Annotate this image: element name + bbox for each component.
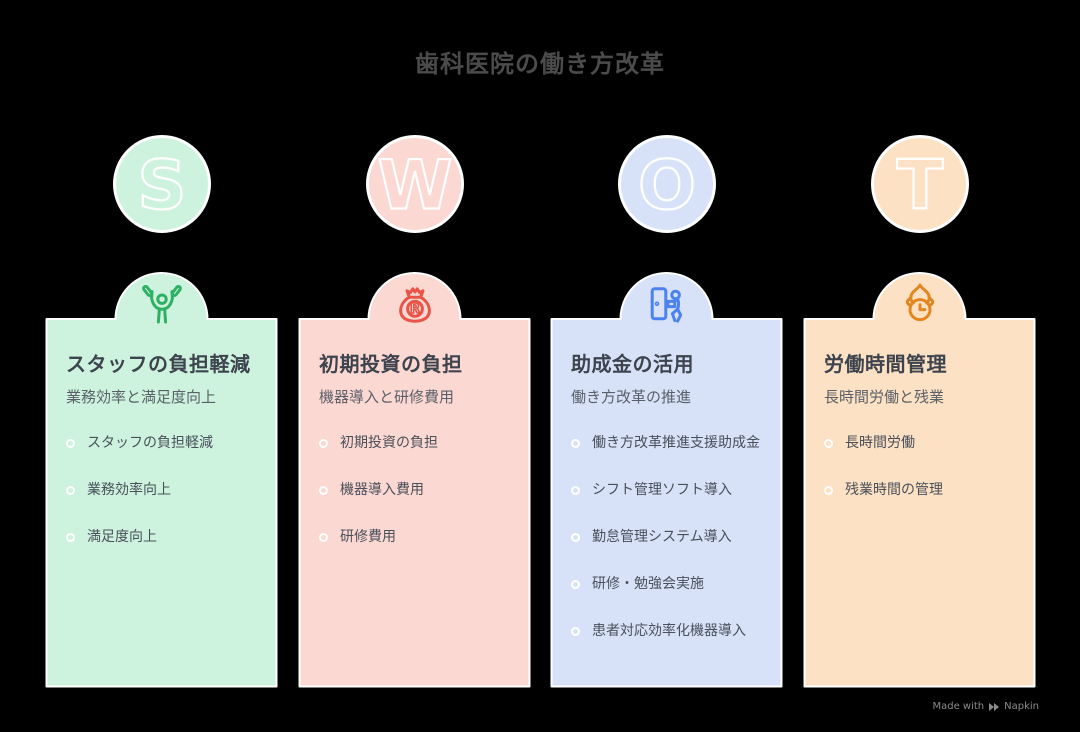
bullet-marker	[571, 580, 580, 590]
list-item-label: 初期投資の負担	[340, 435, 438, 451]
list-item: 業務効率向上	[66, 482, 264, 500]
svg-text:R: R	[409, 302, 419, 317]
watermark-prefix: Made with	[932, 701, 985, 712]
list-item-label: スタッフの負担軽減	[87, 435, 213, 451]
list-item: 勤怠管理システム導入	[571, 529, 769, 547]
list-item-label: 勤怠管理システム導入	[592, 529, 732, 545]
letter-badge-w: W	[365, 135, 464, 233]
list-item-label: 満足度向上	[87, 529, 157, 545]
bullet-marker	[66, 439, 75, 449]
bullet-marker	[571, 439, 580, 449]
page-title: 歯科医院の働き方改革	[415, 50, 665, 78]
list-item: 初期投資の負担	[319, 435, 517, 453]
weakness-card: R 初期投資の負担 機器導入と研修費用 初期投資の負担 機器導入費用 研修費用	[298, 272, 531, 688]
bullet-marker	[571, 533, 580, 543]
card-shape	[803, 272, 1036, 688]
swot-column-weakness: W R 初期投資の負担 機器導入と研修費用 初期投資の負担 機器導入費用	[298, 133, 531, 689]
bullet-marker	[319, 533, 328, 543]
bullet-list: 働き方改革推進支援助成金 シフト管理ソフト導入 勤怠管理システム導入 研修・勉強…	[571, 435, 769, 641]
list-item: 研修費用	[319, 529, 517, 547]
watermark: Made with Napkin	[932, 701, 1039, 712]
list-item: 患者対応効率化機器導入	[571, 623, 769, 641]
opportunity-card: 助成金の活用 働き方改革の推進 働き方改革推進支援助成金 シフト管理ソフト導入 …	[550, 272, 783, 688]
burning-clock-icon	[905, 283, 934, 322]
list-item: シフト管理ソフト導入	[571, 482, 769, 500]
list-item-label: 残業時間の管理	[845, 482, 943, 498]
weightlifter-icon	[141, 284, 182, 324]
bullet-marker	[571, 486, 580, 496]
card-shape	[550, 272, 783, 688]
letter-o: O	[638, 147, 696, 226]
bullet-list: 初期投資の負担 機器導入費用 研修費用	[319, 435, 517, 547]
strength-card: スタッフの負担軽減 業務効率と満足度向上 スタッフの負担軽減 業務効率向上 満足…	[45, 272, 278, 688]
list-item-label: 患者対応効率化機器導入	[592, 623, 746, 639]
bullet-marker	[66, 533, 75, 543]
watermark-brand: Napkin	[1004, 701, 1039, 712]
list-item-label: 働き方改革推進支援助成金	[592, 435, 760, 451]
list-item: スタッフの負担軽減	[66, 435, 264, 453]
list-item: 満足度向上	[66, 529, 264, 547]
card-title: スタッフの負担軽減	[66, 352, 251, 376]
bullet-marker	[824, 486, 833, 496]
bullet-marker	[824, 439, 833, 449]
swot-column-strength: S スタッフの負担軽減 業務効率と満足度向上 スタッフ	[45, 133, 278, 689]
letter-badge-o: O	[617, 135, 716, 233]
list-item-label: 研修・勉強会実施	[592, 576, 704, 592]
bullet-marker	[319, 486, 328, 496]
list-item: 機器導入費用	[319, 482, 517, 500]
letter-badge-s: S	[112, 135, 211, 233]
letter-s: S	[137, 147, 186, 226]
bullet-list: 長時間労働 残業時間の管理	[824, 435, 1022, 500]
card-subtitle: 機器導入と研修費用	[319, 388, 455, 406]
card-title: 初期投資の負担	[319, 352, 463, 376]
letter-w: W	[377, 147, 452, 226]
list-item-label: シフト管理ソフト導入	[592, 482, 732, 498]
bullet-marker	[66, 486, 75, 496]
door-exit-icon	[650, 287, 682, 323]
list-item-label: 機器導入費用	[340, 482, 424, 498]
bullet-marker	[319, 439, 328, 449]
list-item: 働き方改革推進支援助成金	[571, 435, 769, 453]
list-item: 研修・勉強会実施	[571, 576, 769, 594]
letter-badge-t: T	[870, 135, 969, 233]
list-item-label: 長時間労働	[845, 435, 915, 451]
swot-column-threat: T 労働時間管理 長時間労働と残業 長時間労働	[803, 133, 1036, 689]
card-shape	[45, 272, 278, 688]
card-subtitle: 働き方改革の推進	[571, 388, 692, 406]
card-subtitle: 長時間労働と残業	[824, 388, 945, 406]
napkin-logo-icon	[989, 702, 1000, 711]
list-item-label: 業務効率向上	[87, 482, 171, 498]
card-title: 労働時間管理	[824, 352, 947, 376]
list-item: 残業時間の管理	[824, 482, 1022, 500]
money-bag-icon: R	[398, 287, 431, 323]
swot-column-opportunity: O 助成金の活用 働き方改革の推進	[550, 133, 783, 689]
bullet-marker	[571, 627, 580, 637]
list-item: 長時間労働	[824, 435, 1022, 453]
card-shape	[298, 272, 531, 688]
letter-t: T	[896, 147, 943, 226]
card-title: 助成金の活用	[571, 352, 694, 376]
bullet-list: スタッフの負担軽減 業務効率向上 満足度向上	[66, 435, 264, 547]
card-subtitle: 業務効率と満足度向上	[66, 388, 217, 406]
threat-card: 労働時間管理 長時間労働と残業 長時間労働 残業時間の管理	[803, 272, 1036, 688]
list-item-label: 研修費用	[340, 529, 396, 545]
